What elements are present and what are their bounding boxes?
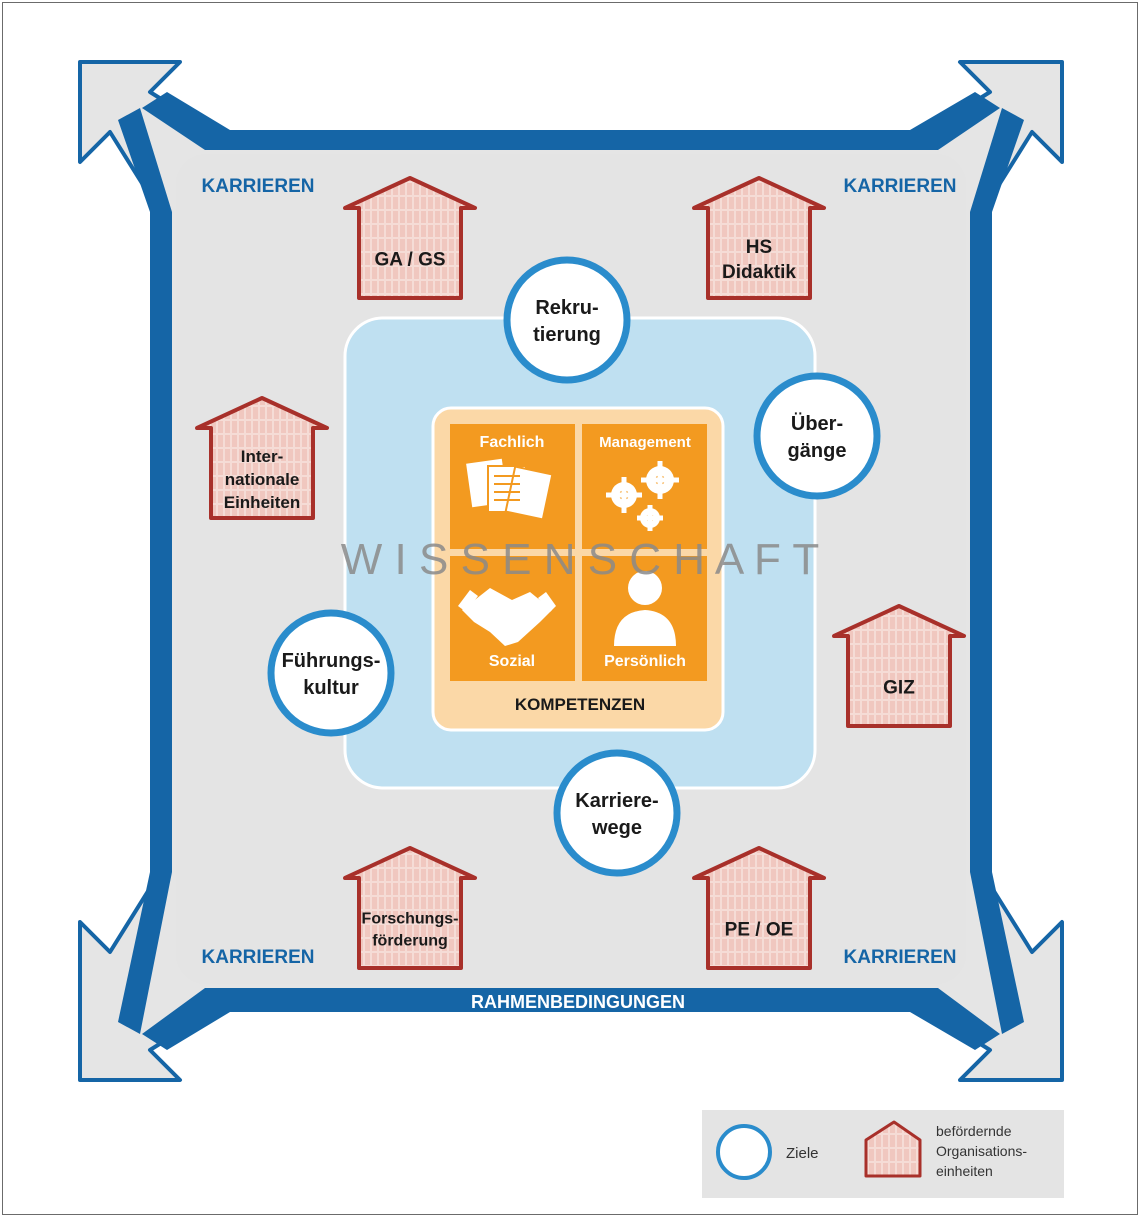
rahmenbedingungen-label: RAHMENBEDINGUNGEN: [471, 992, 685, 1012]
goal-circle-uebergaenge: Über-gänge: [753, 372, 881, 500]
legend-units-line-2: Organisations-: [936, 1143, 1027, 1159]
house-label-ga-gs-1: GA / GS: [374, 250, 445, 271]
gears-icon: [606, 461, 679, 531]
competence-management-tile: [582, 424, 707, 549]
right-frame-band: [970, 108, 1024, 1034]
karrieren-label-top-right: KARRIEREN: [844, 176, 957, 197]
goal-circle-fuehrung: Führungs-kultur: [267, 609, 395, 737]
bottom-frame-band: [142, 988, 1000, 1050]
house-pe-oe: PE / OE: [692, 846, 826, 970]
legend-units-line-3: einheiten: [936, 1163, 993, 1179]
goal-label-rekrutierung-1: Rekru-: [535, 297, 598, 319]
legend-goal-circle-icon: [716, 1124, 772, 1180]
house-label-pe-oe-1: PE / OE: [725, 920, 794, 941]
house-label-international-3: Einheiten: [224, 493, 301, 512]
karrieren-label-bottom-left: KARRIEREN: [202, 947, 315, 968]
house-giz: GIZ: [832, 604, 966, 728]
legend-goal-label: Ziele: [786, 1145, 819, 1162]
goal-label-fuehrung-2: kultur: [303, 677, 359, 699]
karrieren-label-top-left: KARRIEREN: [202, 176, 315, 197]
legend-units-line-1: befördernde: [936, 1123, 1012, 1139]
wissenschaft-watermark: W I S S E N S C H A F T: [341, 535, 819, 584]
goal-label-rekrutierung-2: tierung: [533, 324, 601, 346]
house-forschung: Forschungs-förderung: [343, 846, 477, 970]
documents-icon: [463, 456, 554, 521]
house-label-hs-didaktik-2: Didaktik: [722, 262, 796, 283]
goal-label-fuehrung-1: Führungs-: [282, 650, 381, 672]
competence-label-fachlich: Fachlich: [480, 434, 545, 451]
house-label-hs-didaktik-1: HS: [746, 237, 772, 258]
competence-label-sozial: Sozial: [489, 653, 535, 670]
goal-label-uebergaenge-2: gänge: [788, 440, 847, 462]
house-label-forschung-1: Forschungs-: [362, 911, 459, 928]
goal-circle-karrierewege: Karriere-wege: [553, 749, 681, 877]
competence-title: KOMPETENZEN: [515, 695, 645, 714]
house-label-international-2: nationale: [225, 470, 300, 489]
house-hs-didaktik: HS Didaktik: [692, 176, 826, 300]
goal-label-karrierewege-2: wege: [591, 817, 642, 839]
competence-label-persoenlich: Persönlich: [604, 653, 686, 670]
legend-house-icon: [864, 1120, 922, 1178]
house-label-forschung-2: förderung: [372, 933, 448, 950]
house-label-giz-1: GIZ: [883, 678, 915, 699]
house-ga-gs: GA / GS: [343, 176, 477, 300]
handshake-icon: [458, 588, 556, 646]
competence-label-management: Management: [599, 434, 691, 451]
goal-label-uebergaenge-1: Über-: [791, 412, 843, 435]
house-label-international-1: Inter-: [241, 447, 284, 466]
person-icon: [614, 571, 676, 646]
karrieren-label-bottom-right: KARRIEREN: [844, 947, 957, 968]
goal-label-karrierewege-1: Karriere-: [575, 790, 658, 812]
left-frame-band: [118, 108, 172, 1034]
goal-circle-rekrutierung: Rekru-tierung: [503, 256, 631, 384]
top-frame-band: [142, 92, 1000, 150]
